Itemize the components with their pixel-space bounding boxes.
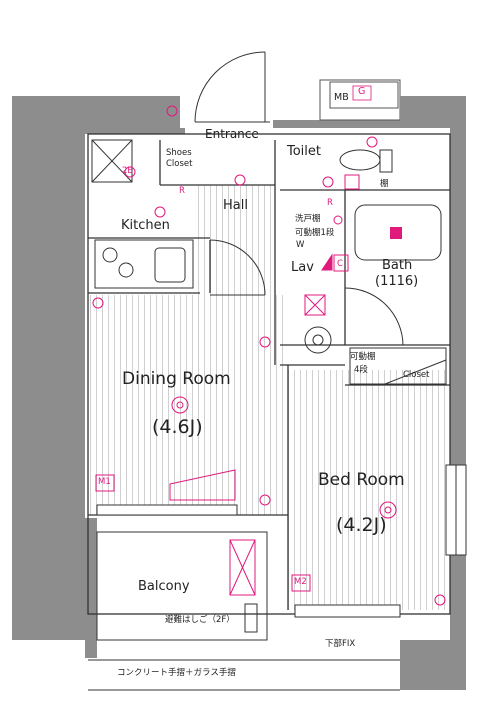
bedroom-closet xyxy=(349,347,447,385)
label-balcony: Balcony xyxy=(138,579,190,594)
walls xyxy=(12,79,466,690)
balcony-area xyxy=(88,531,400,691)
label-movable-shelf-1: 可動棚 xyxy=(350,352,376,362)
label-shoes-closet-1: Shoes xyxy=(166,148,192,158)
entrance-door xyxy=(194,51,270,123)
label-dining-room: Dining Room xyxy=(122,369,231,389)
toilet-fixture xyxy=(339,149,393,190)
floor-hatch xyxy=(90,185,445,610)
label-closet: Closet xyxy=(403,370,430,380)
bed-lower-window xyxy=(294,604,401,618)
kitchen-counter xyxy=(94,239,194,289)
dining-window xyxy=(96,504,238,516)
label-bath: Bath xyxy=(382,258,413,273)
label-m2: M2 xyxy=(294,577,307,587)
label-c: C xyxy=(337,259,343,269)
label-toilet: Toilet xyxy=(287,144,322,159)
label-laundry-shelf-2: 可動棚1段 xyxy=(295,228,335,238)
label-lower-fix: 下部FIX xyxy=(325,639,356,649)
label-escape-ladder: 避難はしご（2F） xyxy=(165,615,235,625)
label-dining-size: (4.6J) xyxy=(152,416,203,438)
label-m1: M1 xyxy=(98,477,111,487)
laundry-pan xyxy=(304,294,332,354)
label-lav: Lav xyxy=(291,260,314,275)
shoes-closet-box xyxy=(91,139,133,183)
label-bath-size: (1116) xyxy=(375,274,419,289)
label-kitchen: Kitchen xyxy=(121,218,170,233)
label-shoes-closet-2: Closet xyxy=(166,159,193,169)
label-railing: コンクリート手摺＋ガラス手摺 xyxy=(117,668,236,678)
label-movable-shelf-2: 4段 xyxy=(354,365,368,375)
label-laundry-shelf-1: 洗戸棚 xyxy=(295,214,321,224)
label-w: W xyxy=(296,240,305,250)
label-g: G xyxy=(358,86,366,97)
label-r2: R xyxy=(327,198,333,208)
label-hall: Hall xyxy=(223,198,248,213)
label-mb: MB xyxy=(334,92,349,103)
label-r1: R xyxy=(179,186,185,196)
electric-symbols xyxy=(92,105,446,606)
interior-walls xyxy=(87,133,451,615)
label-bed-size: (4.2J) xyxy=(336,514,387,536)
label-toilet-shelf: 棚 xyxy=(380,179,389,189)
bedroom-window xyxy=(445,464,467,556)
label-entrance: Entrance xyxy=(205,127,259,141)
hall-door xyxy=(209,239,266,296)
label-e-mark: 2E xyxy=(122,166,133,176)
bath-door xyxy=(344,287,404,346)
mb-box xyxy=(329,81,399,109)
label-bed-room: Bed Room xyxy=(318,470,405,490)
bath-tub xyxy=(354,204,442,261)
